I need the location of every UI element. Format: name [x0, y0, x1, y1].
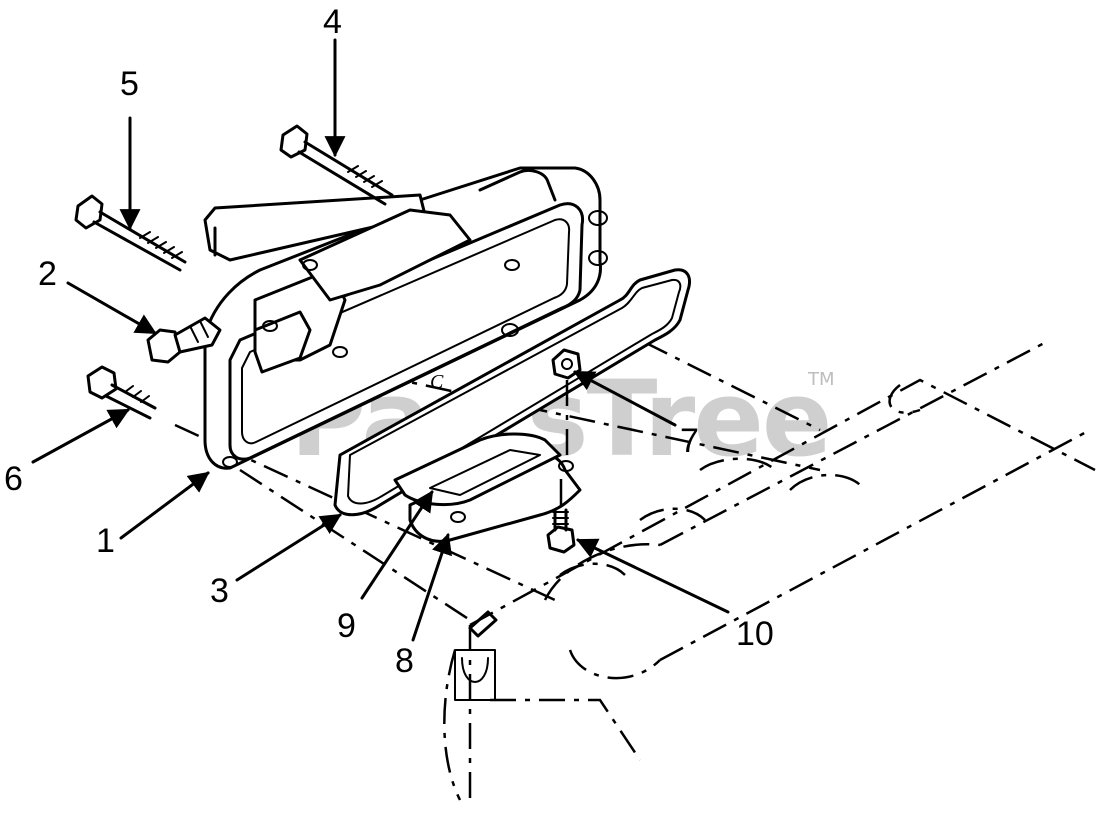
bolt-part-2	[146, 316, 222, 364]
bolt-part-10	[546, 470, 576, 554]
callout-leaders	[31, 38, 730, 642]
callout-8: 8	[395, 642, 414, 680]
callout-3: 3	[210, 572, 229, 610]
callout-1: 1	[96, 522, 115, 560]
callout-10: 10	[736, 615, 774, 653]
leader-7	[573, 370, 677, 427]
callout-7: 7	[680, 422, 699, 460]
manifold-gasket	[333, 268, 691, 517]
callout-9: 9	[337, 607, 356, 645]
callout-6: 6	[4, 460, 23, 498]
callout-2: 2	[38, 255, 57, 293]
callout-4: 4	[323, 3, 342, 41]
leader-6	[31, 408, 130, 464]
nut-part-7	[551, 348, 582, 455]
leader-9	[360, 490, 434, 600]
callout-labels: 1 2 3 4 5 6 7 8 9 10	[4, 3, 774, 680]
bolt-part-5	[74, 194, 187, 272]
leader-3	[235, 513, 342, 582]
bolt-part-6	[86, 365, 157, 420]
callout-5: 5	[120, 65, 139, 103]
leader-10	[576, 538, 730, 614]
leader-1	[119, 471, 210, 540]
leader-2	[66, 281, 157, 335]
watermark-trademark: TM	[807, 369, 835, 390]
intake-manifold: C	[203, 166, 608, 470]
bolt-part-4	[279, 124, 394, 206]
leader-8	[411, 533, 452, 642]
manifold-letter-mark: C	[430, 371, 444, 393]
